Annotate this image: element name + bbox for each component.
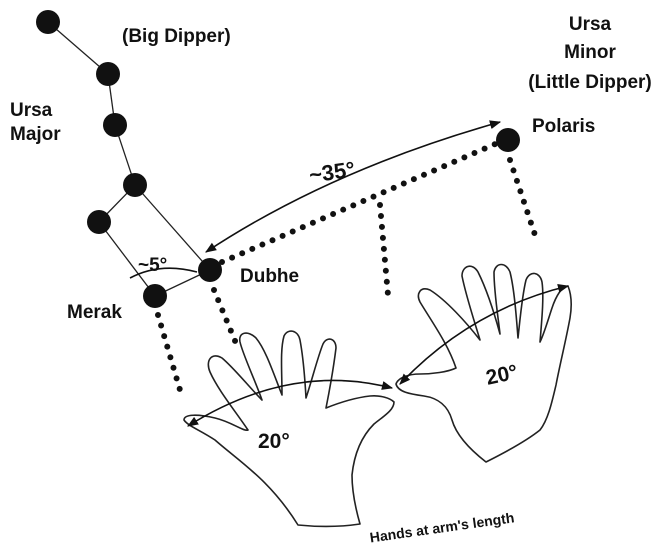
left-hand-span-arrow — [187, 379, 394, 427]
dubhe-drop-line — [211, 287, 241, 351]
mid-drop-line — [377, 202, 391, 298]
right-hand-span-arrow — [399, 284, 570, 385]
angle-5-arc — [129, 267, 198, 279]
star-dubhe — [198, 258, 222, 282]
polaris-drop-line — [507, 157, 538, 238]
ursa-major-label-line1: Ursa — [10, 100, 53, 121]
polaris-label: Polaris — [532, 116, 595, 137]
dubhe-polaris-dotted-line — [219, 139, 503, 265]
star-mizar — [96, 62, 120, 86]
angle-5-label: ~5° — [138, 255, 167, 276]
star-alkaid — [36, 10, 60, 34]
star-polaris — [496, 128, 520, 152]
ursa-minor-label-line3: (Little Dipper) — [528, 72, 652, 93]
star-phecda — [87, 210, 111, 234]
big-dipper-label: (Big Dipper) — [122, 26, 231, 47]
merak-label: Merak — [67, 302, 122, 323]
star-merak — [143, 284, 167, 308]
stars — [36, 10, 520, 308]
big-dipper-lines — [47, 21, 211, 297]
ursa-minor-label-line2: Minor — [564, 42, 616, 63]
caption-label: Hands at arm's length — [369, 509, 516, 543]
star-megrez — [123, 173, 147, 197]
left-hand-angle-label: 20° — [258, 430, 290, 453]
dubhe-label: Dubhe — [240, 266, 299, 287]
ursa-minor-label-line1: Ursa — [569, 14, 612, 35]
star-alioth — [103, 113, 127, 137]
angle-35-label: ~35° — [307, 157, 356, 188]
right-hand-angle-label: 20° — [484, 361, 520, 390]
ursa-major-label-line2: Major — [10, 124, 61, 145]
left-hand-outline — [183, 330, 395, 528]
merak-drop-line — [155, 312, 183, 393]
angle-35-arrow — [205, 120, 502, 253]
